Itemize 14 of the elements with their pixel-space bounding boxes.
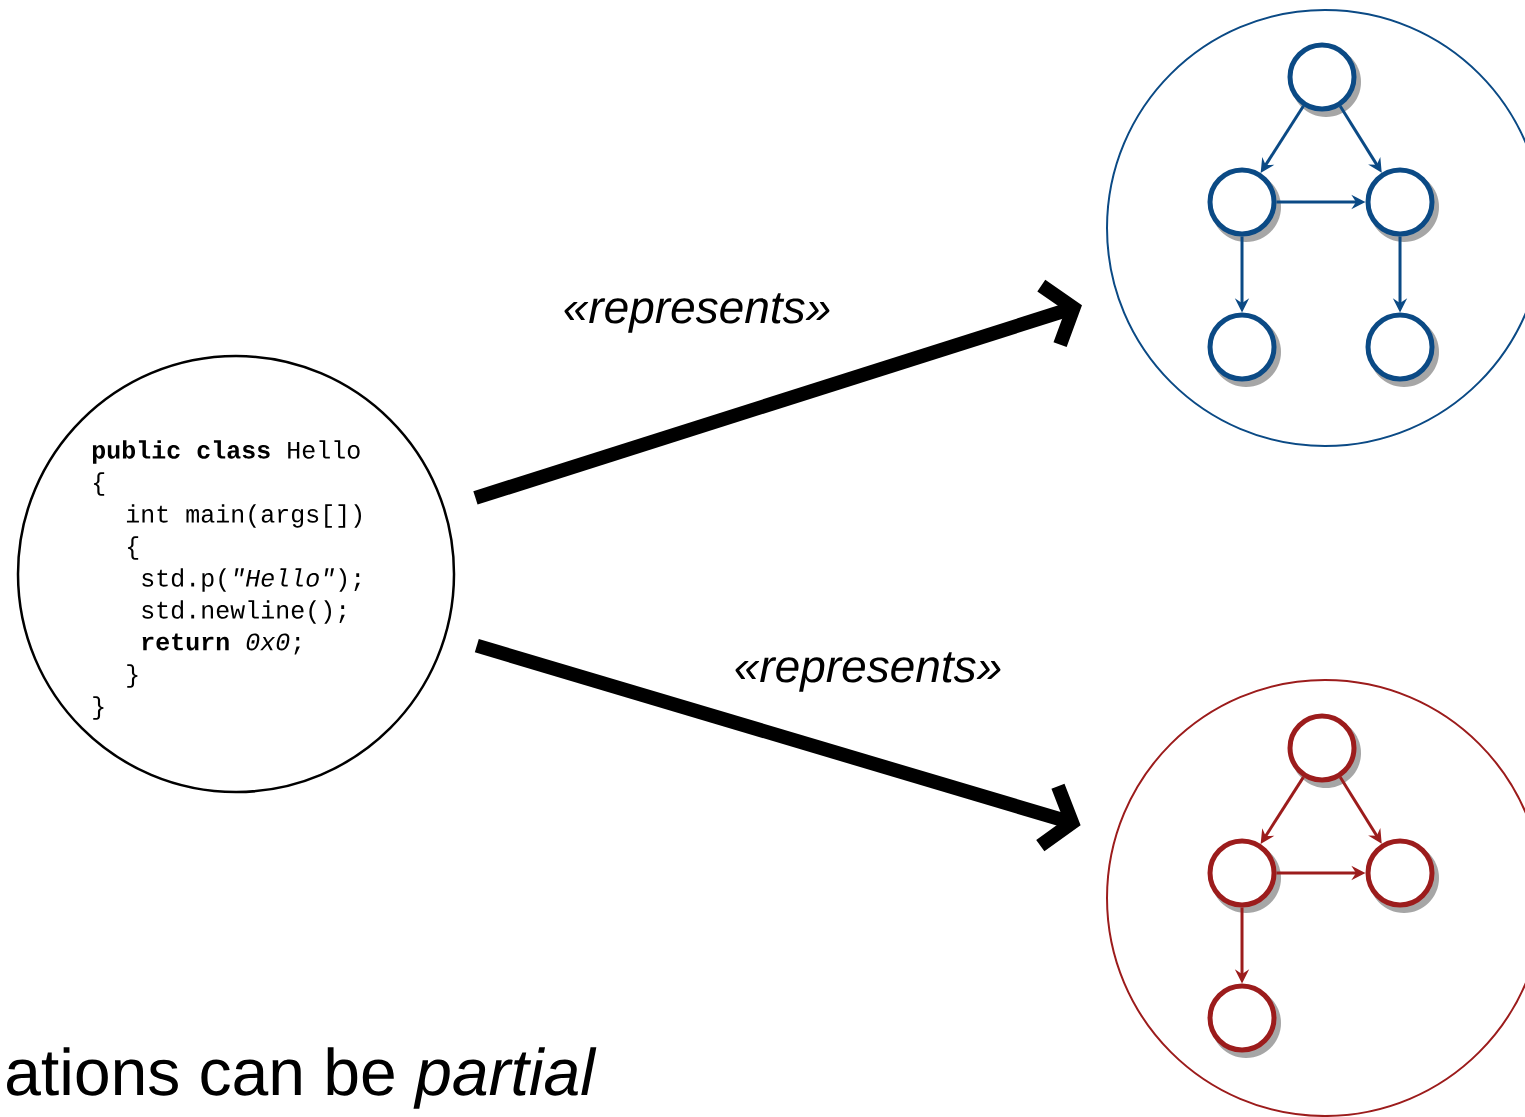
graph-node: [1365, 312, 1439, 387]
arrow: [474, 638, 1081, 852]
graph-node: [1207, 312, 1281, 387]
arrow: [473, 279, 1082, 505]
graph-node: [1207, 838, 1281, 913]
edge-label: «represents»: [735, 652, 1001, 692]
graph-node: [1207, 167, 1281, 242]
graph-node: [1207, 983, 1281, 1058]
graph-node: [1365, 838, 1439, 913]
graph-node: [1365, 167, 1439, 242]
graph-node: [1287, 713, 1361, 788]
slide-text: ations can be partial: [7, 1047, 597, 1109]
edge-label: «represents»: [564, 293, 830, 333]
graph-node: [1287, 42, 1361, 117]
